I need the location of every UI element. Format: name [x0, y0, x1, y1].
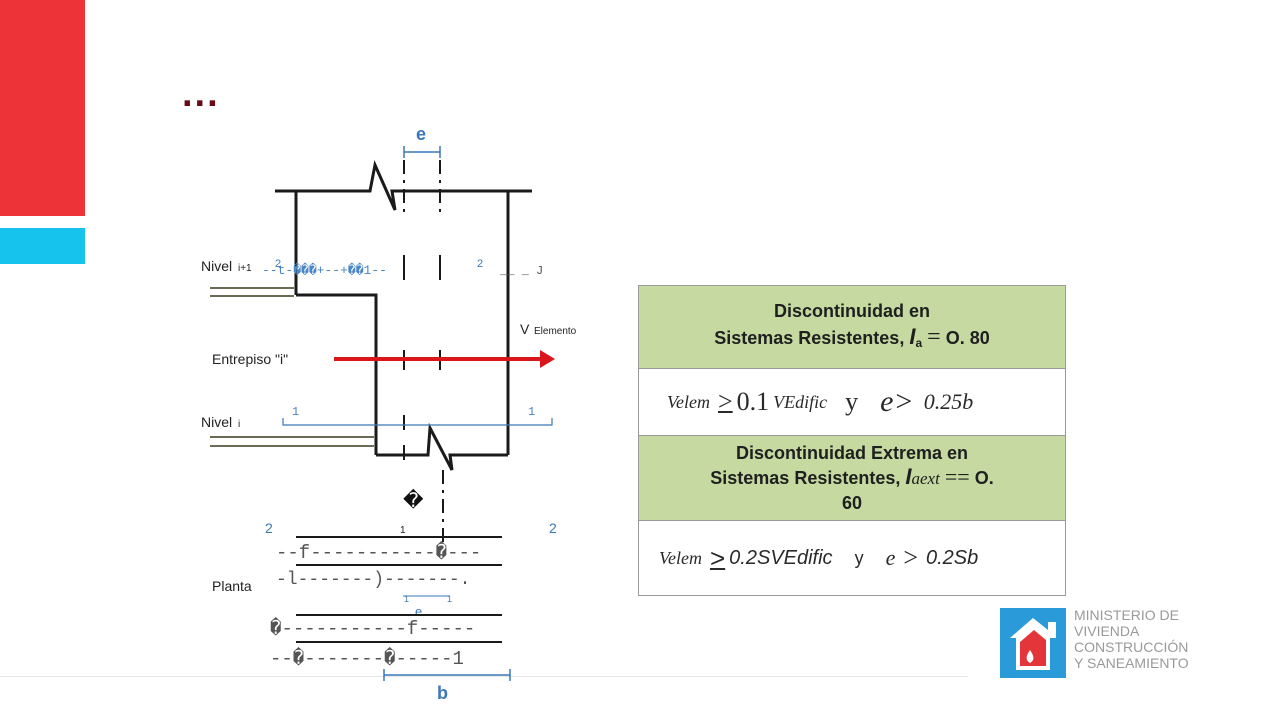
header1-factor: I [909, 324, 916, 349]
dim-1-1-line [282, 418, 553, 426]
row1-coef: 0.1 [736, 387, 770, 416]
ministry-line-2: VIVIENDA [1074, 623, 1140, 639]
header2-line1: Discontinuidad Extrema en [735, 443, 969, 463]
header2-factor: I [905, 464, 912, 489]
table-header-extreme: Discontinuidad Extrema en Sistemas Resis… [639, 436, 1065, 521]
header2-eq: == [944, 464, 970, 489]
row1-velem: Velem [667, 391, 710, 412]
garbled-plan-line-5: --�-------�-----1 [270, 646, 464, 670]
row2-velem: Velem [659, 547, 702, 568]
row2-rhs-v: 0.2SVEdific [729, 546, 833, 569]
red-accent-bar [0, 0, 85, 216]
row2-and: y [854, 547, 864, 568]
cyan-accent-bar [0, 228, 85, 264]
ministry-line-1: MINISTERIO DE [1074, 607, 1180, 623]
garbled-plan-line-3: -l-------)-------. [276, 570, 470, 590]
row1-operator: > [717, 387, 733, 416]
ministry-logo-icon [1000, 608, 1066, 678]
label-nivel-i-sub: i [238, 419, 240, 430]
dim-2-left: 2 [275, 258, 281, 270]
header1-factor-sub: a [915, 336, 923, 350]
garbled-dimension-line-1-end: __ _ J [499, 264, 543, 278]
ministry-line-4: Y SANEAMIENTO [1074, 655, 1189, 671]
header1-line1: Discontinuidad en [773, 301, 930, 321]
plan-dim-1-b: 1 [447, 594, 452, 604]
row2-operator2: > [903, 543, 918, 572]
ministry-name: MINISTERIO DE VIVIENDA CONSTRUCCIÓN Y SA… [1074, 607, 1189, 671]
header1-line2: Sistemas Resistentes, Ia = O. 80 [714, 324, 990, 356]
structural-diagram: e Nivel i+1 Nivel i --t-���+--+��1-- __ … [201, 124, 577, 703]
plan-dim-2-left: 2 [265, 520, 273, 536]
header2-factor-sub: aext [911, 469, 940, 488]
criteria-table: Discontinuidad en Sistemas Resistentes, … [638, 285, 1066, 596]
label-b: b [437, 683, 448, 703]
label-planta: Planta [212, 578, 252, 594]
label-nivel-i1: Nivel [201, 258, 232, 274]
label-e-plan: e [415, 604, 422, 619]
dim-2-right: 2 [477, 258, 483, 270]
label-velemento-sub: Elemento [534, 326, 577, 337]
header1-eq: = [927, 324, 941, 350]
label-nivel-i: Nivel [201, 414, 232, 430]
label-nivel-i1-sub: i+1 [238, 263, 252, 274]
plan-dim-2-right: 2 [549, 520, 557, 536]
dim-1-left: 1 [292, 405, 299, 419]
bottom-slab-line [376, 422, 508, 471]
plan-missing-glyph: � [403, 488, 424, 512]
plan-dim-1-a: 1 [404, 594, 409, 604]
lower-column-left [296, 293, 378, 455]
row2-operator: > [709, 542, 726, 573]
row1-vedific: VEdific [773, 391, 828, 412]
shear-arrow-head [540, 350, 555, 368]
footer-divider [0, 676, 968, 677]
row2-e: e [885, 545, 896, 570]
label-e-top: e [416, 124, 426, 144]
garbled-dimension-line-1: --t-���+--+��1-- [262, 262, 387, 278]
header2-line3: 60 [841, 493, 863, 513]
label-entrepiso: Entrepiso "i" [212, 351, 288, 367]
label-velemento: V [520, 321, 530, 337]
header1-text: Sistemas Resistentes, [714, 328, 905, 348]
top-slab-line [275, 160, 532, 211]
header1-value: O. 80 [945, 328, 990, 348]
row1-e: e> [880, 385, 914, 418]
header2-line2: Sistemas Resistentes, Iaext == O. [710, 465, 993, 491]
row2-rhs: 0.2Sb [926, 546, 979, 569]
ministry-line-3: CONSTRUCCIÓN [1074, 639, 1189, 655]
row1-and: y [845, 387, 859, 416]
table-row-criterion-2: Velem > 0.2SVEdific y e > 0.2Sb [639, 521, 1065, 595]
header2-value: O. [974, 468, 994, 488]
header2-text: Sistemas Resistentes, [710, 468, 901, 488]
row1-rhs: 0.25b [923, 389, 974, 414]
slide-title-ellipsis: ... [182, 73, 220, 115]
table-row-criterion-1: Velem > 0.1 VEdific y e> 0.25b [639, 369, 1065, 436]
garbled-plan-line-2: --f-----------�--- [276, 540, 481, 564]
garbled-plan-line-4: �-----------f----- [270, 616, 475, 640]
dim-1-right: 1 [528, 405, 535, 419]
plan-dim-1-mid: 1 [400, 525, 406, 536]
table-header-discontinuity: Discontinuidad en Sistemas Resistentes, … [639, 286, 1065, 369]
